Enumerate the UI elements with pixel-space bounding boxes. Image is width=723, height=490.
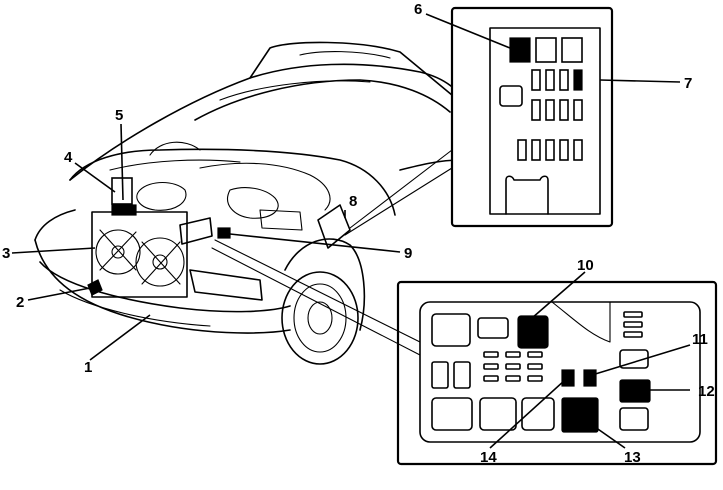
leader-lines: [11, 13, 691, 449]
callout-4: 4: [64, 149, 73, 166]
callout-5: 5: [115, 107, 123, 124]
callout-12: 12: [698, 383, 715, 400]
callout-3: 3: [2, 245, 10, 262]
callout-6: 6: [414, 1, 422, 18]
callout-1: 1: [84, 359, 92, 376]
callout-11: 11: [692, 331, 708, 348]
callout-14: 14: [480, 449, 497, 466]
callout-13: 13: [624, 449, 641, 466]
relay-box-lower: [211, 239, 718, 466]
callout-10: 10: [577, 257, 594, 274]
callout-9: 9: [404, 245, 412, 262]
callout-labels: 1 2 3 4 5 6 7 8 9 10 11 12 13 14: [2, 1, 715, 466]
relay-box-upper: [344, 6, 614, 236]
callout-7: 7: [684, 75, 692, 92]
callout-2: 2: [16, 294, 24, 311]
callout-8: 8: [349, 193, 357, 210]
